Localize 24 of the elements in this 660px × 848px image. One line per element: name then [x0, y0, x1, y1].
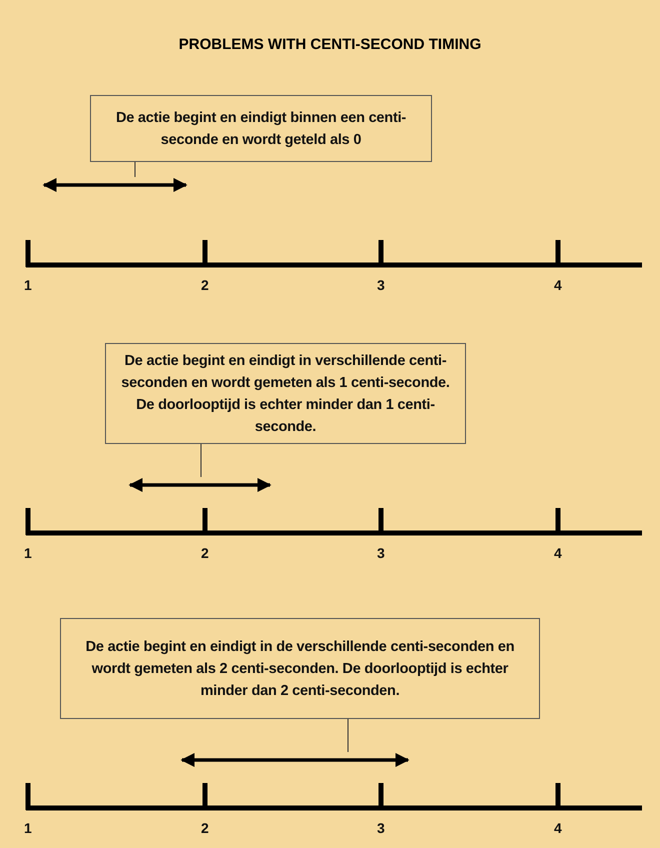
leader-line	[134, 162, 136, 178]
tick-number: 3	[377, 545, 385, 561]
callout-box	[105, 343, 466, 444]
callout-text: De actie begint en eindigt binnen een centi-seconde en wordt geteld als 0	[114, 108, 408, 150]
callout-box	[90, 95, 432, 162]
tick-number: 4	[554, 820, 562, 836]
tick-number: 3	[377, 820, 385, 836]
double-arrow	[180, 752, 410, 768]
callout-box	[60, 618, 540, 719]
double-arrow	[128, 477, 272, 493]
callout-text: De actie begint en eindigt in verschillende centi-seconden en wordt gemeten als 1 centi-seconde. De doorlooptijd is echter minder dan 1 centi-seconde.	[120, 352, 451, 436]
tick-number: 1	[24, 277, 32, 293]
tick-number: 1	[24, 820, 32, 836]
tick-number: 1	[24, 545, 32, 561]
callout-text: De actie begint en eindigt in de verschillende centi-seconden en wordt gemeten als 2 centi-seconden. De doorlooptijd is echter minder dan 2 centi-seconden.	[84, 638, 516, 700]
leader-line	[200, 444, 202, 478]
tick-number: 4	[554, 545, 562, 561]
tick-number: 2	[201, 820, 209, 836]
tick-number: 2	[201, 545, 209, 561]
double-arrow	[42, 177, 188, 193]
tick-number: 2	[201, 277, 209, 293]
diagram-title: PROBLEMS WITH CENTI-SECOND TIMING	[178, 36, 482, 53]
tick-number: 3	[377, 277, 385, 293]
tick-number: 4	[554, 277, 562, 293]
